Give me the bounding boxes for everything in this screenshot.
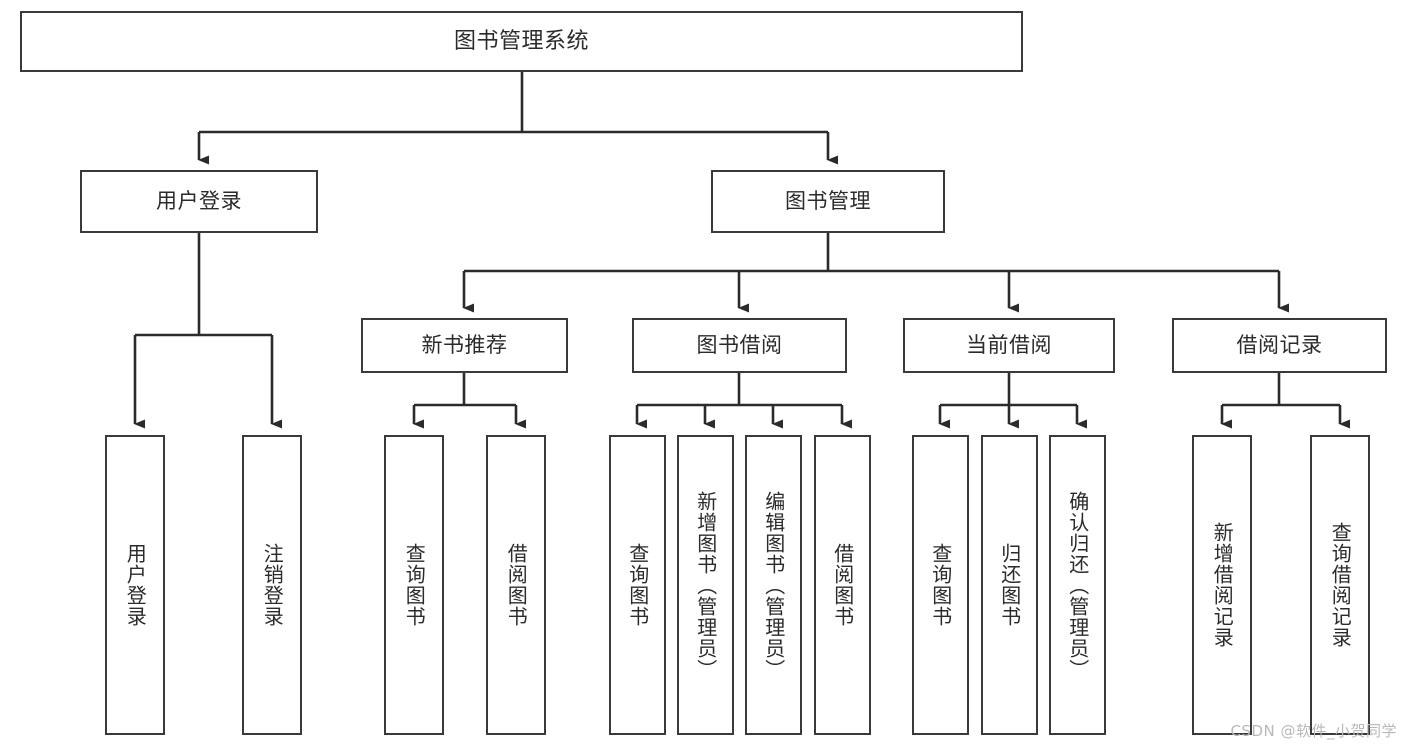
node-leaf-add-book[interactable]: 新增图书（管理员）	[677, 435, 734, 735]
node-new-book-recommend[interactable]: 新书推荐	[361, 318, 568, 373]
node-leaf-query-book-2-label: 查询图书	[625, 543, 650, 627]
node-leaf-add-record-label: 新增借阅记录	[1210, 522, 1235, 648]
node-current-borrow[interactable]: 当前借阅	[903, 318, 1115, 373]
node-leaf-confirm-return-label: 确认归还（管理员）	[1065, 490, 1090, 680]
node-leaf-query-book-1[interactable]: 查询图书	[384, 435, 444, 735]
node-leaf-logout-login-label: 注销登录	[260, 543, 285, 627]
node-leaf-query-record-label: 查询借阅记录	[1328, 522, 1353, 648]
node-user-login-label: 用户登录	[156, 189, 242, 213]
node-leaf-query-book-2[interactable]: 查询图书	[609, 435, 666, 735]
node-leaf-query-book-3[interactable]: 查询图书	[912, 435, 969, 735]
node-book-manage-label: 图书管理	[785, 189, 871, 213]
node-leaf-borrow-book-1-label: 借阅图书	[504, 543, 529, 627]
node-leaf-borrow-book-1[interactable]: 借阅图书	[486, 435, 546, 735]
node-leaf-user-login-label: 用户登录	[123, 543, 148, 627]
node-book-borrow-label: 图书借阅	[696, 333, 783, 357]
node-leaf-borrow-book-2-label: 借阅图书	[830, 543, 855, 627]
node-leaf-return-book[interactable]: 归还图书	[981, 435, 1038, 735]
csdn-watermark: CSDN @软件_小贺同学	[1230, 722, 1397, 740]
node-borrow-record-label: 借阅记录	[1236, 333, 1323, 357]
node-leaf-user-login[interactable]: 用户登录	[105, 435, 165, 735]
node-leaf-edit-book[interactable]: 编辑图书（管理员）	[745, 435, 802, 735]
node-leaf-borrow-book-2[interactable]: 借阅图书	[814, 435, 871, 735]
node-borrow-record[interactable]: 借阅记录	[1172, 318, 1387, 373]
node-leaf-logout-login[interactable]: 注销登录	[242, 435, 302, 735]
node-leaf-query-record[interactable]: 查询借阅记录	[1310, 435, 1370, 735]
node-current-borrow-label: 当前借阅	[966, 333, 1052, 357]
node-leaf-confirm-return[interactable]: 确认归还（管理员）	[1049, 435, 1106, 735]
node-leaf-add-book-label: 新增图书（管理员）	[693, 490, 718, 680]
node-new-book-recommend-label: 新书推荐	[421, 333, 508, 357]
node-book-borrow[interactable]: 图书借阅	[632, 318, 847, 373]
node-leaf-edit-book-label: 编辑图书（管理员）	[761, 490, 786, 680]
node-root[interactable]: 图书管理系统	[20, 11, 1023, 72]
node-root-label: 图书管理系统	[453, 28, 589, 54]
node-leaf-query-book-3-label: 查询图书	[928, 543, 953, 627]
node-leaf-return-book-label: 归还图书	[997, 543, 1022, 627]
node-user-login[interactable]: 用户登录	[80, 170, 318, 233]
node-leaf-add-record[interactable]: 新增借阅记录	[1192, 435, 1252, 735]
node-leaf-query-book-1-label: 查询图书	[402, 543, 427, 627]
node-book-manage[interactable]: 图书管理	[711, 170, 945, 233]
